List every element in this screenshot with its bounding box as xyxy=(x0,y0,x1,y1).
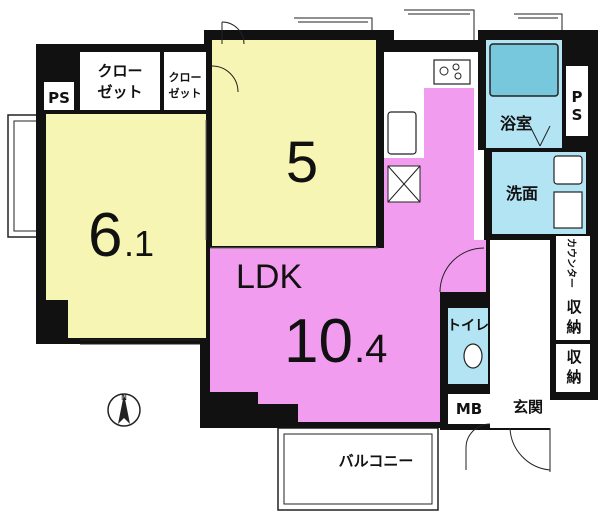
room-west-size-decimal: .1 xyxy=(124,223,154,264)
closet-1-label-line2: ゼット xyxy=(97,83,142,101)
ps-left-label: PS xyxy=(48,89,70,107)
bathtub xyxy=(489,43,559,97)
storage-1-label-line1: 収 xyxy=(566,298,582,316)
mb-label: MB xyxy=(456,400,482,418)
room-north xyxy=(212,40,376,246)
room-west-size-label: 6 .1 xyxy=(88,201,154,270)
bathroom-label: 浴室 xyxy=(500,114,532,133)
storage-1-label-line2: 納 xyxy=(566,318,581,336)
storage-2-label-line1: 収 xyxy=(566,348,582,366)
balcony-label: バルコニー xyxy=(339,452,414,470)
toilet-bowl xyxy=(463,343,483,369)
ldk-size-label: 10 .4 xyxy=(284,307,387,376)
sink xyxy=(553,155,583,185)
entrance-box xyxy=(496,392,550,428)
toilet-label: トイレ xyxy=(447,318,489,334)
line-work xyxy=(80,9,563,472)
ps-right-label-2: S xyxy=(572,106,583,124)
counter-area xyxy=(556,236,590,292)
washroom-label: 洗面 xyxy=(506,184,538,203)
fridge-x2 xyxy=(387,165,421,203)
storage-1 xyxy=(556,292,590,340)
entrance-label: 玄関 xyxy=(513,398,543,416)
storage-2 xyxy=(556,344,590,392)
closet-1-box xyxy=(80,52,160,110)
room-north-size-label: 5 xyxy=(286,130,318,195)
kitchen-sink xyxy=(387,111,417,155)
counter-label: カウンター xyxy=(565,238,577,288)
closet-1-label-line1: クロー xyxy=(97,62,142,80)
compass-north-label: N xyxy=(121,393,127,402)
storage-2-label-line2: 納 xyxy=(566,368,581,386)
ldk-name-label: LDK xyxy=(236,258,302,296)
ps-right-label-1: P xyxy=(572,88,583,106)
balcony xyxy=(277,427,439,511)
room-west-size-main: 6 xyxy=(88,201,122,270)
mb-box xyxy=(448,394,490,424)
compass-icon: N xyxy=(107,393,141,427)
closet-2-label-line1: クロー xyxy=(169,71,202,84)
ldk-size-main: 10 xyxy=(284,307,353,376)
room-west xyxy=(46,114,206,338)
ps-right-box xyxy=(566,66,588,136)
stove-icon xyxy=(433,59,471,85)
closet-2-label-line2: ゼット xyxy=(169,86,202,100)
washing-machine-pan xyxy=(553,191,583,229)
ldk-size-decimal: .4 xyxy=(354,327,387,371)
ps-left-box xyxy=(44,82,74,110)
closet-2-box xyxy=(164,52,206,110)
